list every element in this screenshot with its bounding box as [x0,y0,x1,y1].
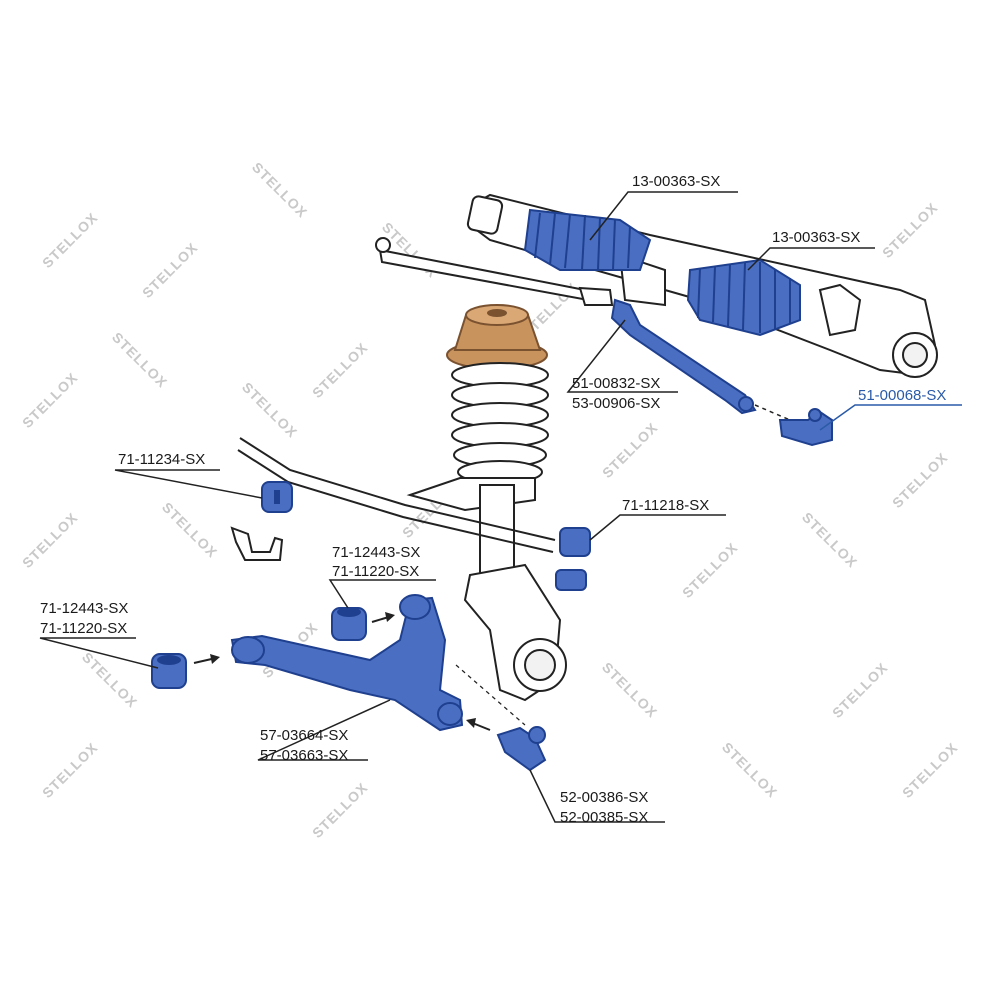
label-ball-joint-b[interactable]: 52-00385-SX [560,809,648,826]
label-control-arm-a[interactable]: 57-03664-SX [260,727,348,744]
ball-joint[interactable] [496,726,547,772]
watermark-text: STELLOX [19,369,81,431]
watermark-text: STELLOX [829,659,891,721]
watermark-text: STELLOX [39,209,101,271]
assembly-arrow-head [466,718,476,728]
watermark-text: STELLOX [19,509,81,571]
inner-tie-rod[interactable] [610,298,757,415]
watermark-text: STELLOX [309,339,371,401]
label-control-arm-b[interactable]: 57-03663-SX [260,747,348,764]
watermark-text: STELLOX [239,379,301,441]
tie-rod-left [375,237,614,306]
stabilizer-bushing-left[interactable] [261,481,293,513]
watermark-text: STELLOX [679,539,741,601]
watermark-text: STELLOX [79,649,141,711]
label-arm-bush-rear-a[interactable]: 71-12443-SX [332,544,420,561]
watermark-text: STELLOX [719,739,781,801]
stabilizer-clamp-left [230,526,284,561]
stabilizer-bushing-right[interactable] [555,527,591,591]
leader-lines [39,191,962,823]
label-stab-bushing-left[interactable]: 71-11234-SX [118,451,205,468]
label-arm-bush-front-b[interactable]: 71-11220-SX [40,620,127,637]
label-tierod-a[interactable]: 51-00832-SX [572,375,660,392]
strut-top-mount [446,304,548,370]
assembly-arrow-head [210,654,220,664]
watermark-text: STELLOX [599,659,661,721]
watermark-text: STELLOX [879,199,941,261]
watermark-text: STELLOX [799,509,861,571]
lower-control-arm[interactable] [230,594,464,732]
watermark-text: STELLOX [159,499,221,561]
label-stab-link-right[interactable]: 71-11218-SX [622,497,709,514]
rack-boot-left[interactable] [523,208,652,271]
watermark-text: STELLOX [39,739,101,801]
watermark-text: STELLOX [309,779,371,841]
watermark-text: STELLOX [899,739,961,801]
assembly-arrow-head [385,612,395,622]
stabilizer-bar [237,437,556,553]
dashed-guide [754,404,791,421]
rack-boot-right[interactable] [686,258,801,337]
label-boot-right[interactable]: 13-00363-SX [772,229,860,246]
label-boot-left[interactable]: 13-00363-SX [632,173,720,190]
watermark-text: STELLOX [599,419,661,481]
label-tierod-b[interactable]: 53-00906-SX [572,395,660,412]
tie-rod-end[interactable] [778,408,833,447]
label-arm-bush-front-a[interactable]: 71-12443-SX [40,600,128,617]
label-arm-bush-rear-b[interactable]: 71-11220-SX [332,563,419,580]
watermark-text: STELLOX [139,239,201,301]
label-ball-joint-a[interactable]: 52-00386-SX [560,789,648,806]
strut-body [406,477,567,702]
watermark-text: STELLOX [249,159,311,221]
watermark-text: STELLOX [889,449,951,511]
arm-bushing-rear[interactable] [331,607,367,641]
arm-bushing-front[interactable] [151,653,187,689]
watermark-text: STELLOX [109,329,171,391]
coil-spring [451,362,549,484]
label-tierod-end[interactable]: 51-00068-SX [858,387,946,404]
